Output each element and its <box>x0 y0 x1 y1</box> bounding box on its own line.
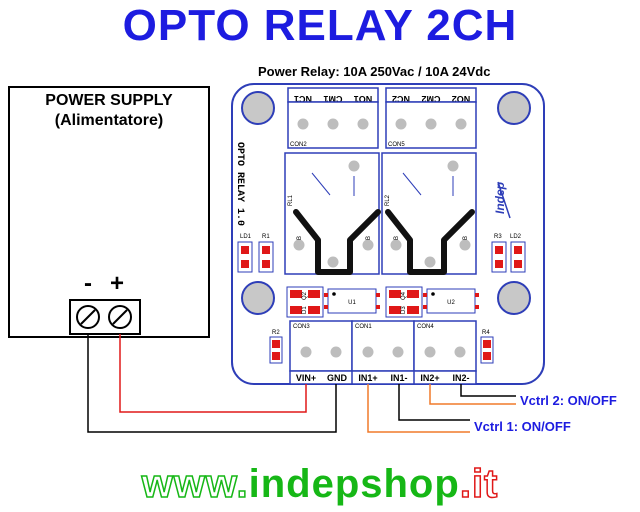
input-pin-strip: VIN+ GND IN1+ IN1- IN2+ IN2- <box>289 370 477 385</box>
relay-rl1: RL1 B B <box>284 152 381 275</box>
vctrl2-label: Vctrl 2: ON/OFF <box>520 393 617 408</box>
supply-plus-label: + <box>110 270 125 297</box>
q2-label: Q2 <box>302 291 308 300</box>
indep-logo: Indep <box>493 181 511 219</box>
svg-text:B: B <box>297 236 303 240</box>
relay-rl2: RL2 B B <box>381 152 477 275</box>
terminal-con5: NC2 CM2 NO2 CON5 <box>385 87 477 149</box>
pin-label: NC1 <box>294 94 312 104</box>
r4-label: R4 <box>482 330 490 336</box>
mount-hole <box>241 281 275 315</box>
wire-vin <box>119 334 307 413</box>
footer-www: www. <box>141 461 249 507</box>
footer-name: indepshop <box>248 462 460 506</box>
terminal-con2: NC1 CM1 NO1 CON2 <box>287 87 379 149</box>
u1-group: D1 Q2 U1 <box>286 286 380 318</box>
ld2-label: LD2 <box>510 234 522 240</box>
footer-tld: it <box>471 461 499 507</box>
pin-label: CM1 <box>323 94 342 104</box>
pin-label: NO2 <box>452 94 471 104</box>
mount-hole <box>241 91 275 125</box>
power-supply-subtitle: (Alimentatore) <box>54 112 164 129</box>
pin-label: GND <box>327 373 348 383</box>
svg-text:B: B <box>394 236 400 240</box>
pin-label: CM2 <box>421 94 440 104</box>
d3-label: D3 <box>401 306 407 314</box>
pin-label: IN1- <box>390 373 407 383</box>
r4-group: R4 <box>480 330 494 364</box>
supply-terminal <box>69 299 141 335</box>
terminal-con4: CON4 <box>413 320 477 372</box>
con2-label: CON2 <box>290 142 307 148</box>
supply-minus-label: - <box>84 270 92 297</box>
con3-label: CON3 <box>293 324 310 330</box>
power-supply-box <box>8 86 210 338</box>
pin-label: IN1+ <box>358 373 377 383</box>
logo-text: Indep <box>493 182 507 214</box>
page-title: OPTO RELAY 2CH <box>122 1 518 50</box>
power-supply-title: POWER SUPPLY <box>45 92 173 109</box>
rl1-label: RL1 <box>288 194 294 206</box>
r2-label: R2 <box>272 330 280 336</box>
ld1-label: LD1 <box>240 234 252 240</box>
pin-label: IN2- <box>452 373 469 383</box>
wire-in1-plus <box>367 384 470 433</box>
rl2-label: RL2 <box>385 194 391 206</box>
mount-hole <box>497 281 531 315</box>
relay-spec-label: Power Relay: 10A 250Vac / 10A 24Vdc <box>258 64 491 79</box>
u1-label: U1 <box>348 300 356 306</box>
pin-label: NO1 <box>354 94 373 104</box>
u2-group: D3 Q4 U2 <box>385 286 479 318</box>
q4-label: Q4 <box>401 291 407 300</box>
r2-group: R2 <box>269 330 283 364</box>
terminal-con3: CON3 <box>289 320 353 372</box>
wire-in1-minus <box>398 384 470 421</box>
wire-in2-minus <box>460 384 516 397</box>
con1-label: CON1 <box>355 324 372 330</box>
ld1-r1-group: LD1 R1 <box>237 234 274 273</box>
footer-website[interactable]: www.indepshop.it <box>0 461 640 507</box>
r3-ld2-group: R3 LD2 <box>491 234 526 273</box>
svg-text:B: B <box>463 236 469 240</box>
con5-label: CON5 <box>388 142 405 148</box>
pin-label: NC2 <box>392 94 410 104</box>
u2-label: U2 <box>447 300 455 306</box>
wire-in2-plus <box>429 384 516 405</box>
vctrl1-label: Vctrl 1: ON/OFF <box>474 419 571 434</box>
r3-label: R3 <box>494 234 502 240</box>
svg-text:B: B <box>366 236 372 240</box>
pin-label: VIN+ <box>296 373 316 383</box>
con4-label: CON4 <box>417 324 434 330</box>
d1-label: D1 <box>302 306 308 314</box>
wire-gnd <box>87 334 337 433</box>
footer-dot: . <box>459 461 472 507</box>
board-name: OPTO RELAY 1.0 <box>234 142 245 226</box>
pin-label: IN2+ <box>420 373 439 383</box>
r1-label: R1 <box>262 234 270 240</box>
terminal-con1: CON1 <box>351 320 415 372</box>
mount-hole <box>497 91 531 125</box>
